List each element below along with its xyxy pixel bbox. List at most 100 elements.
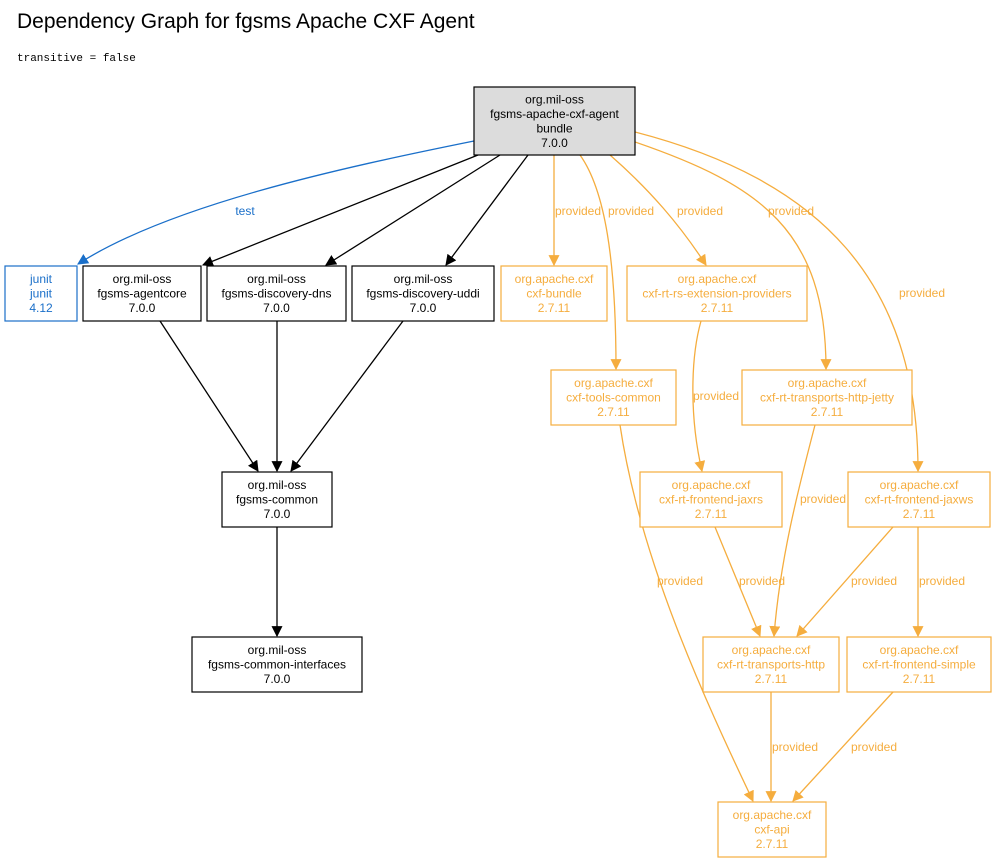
node-rsext-group: org.apache.cxf	[678, 272, 757, 286]
node-http-group: org.apache.cxf	[732, 643, 811, 657]
node-box-http	[702, 636, 840, 693]
node-rsext: org.apache.cxfcxf-rt-rs-extension-provid…	[626, 265, 808, 322]
edge-label-jaxws-simple: provided	[919, 574, 965, 588]
edge-label-tools-api: provided	[657, 574, 703, 588]
node-box-api	[717, 801, 827, 858]
node-box-uddi	[351, 265, 495, 322]
edges-layer: test provided provided provided provided prov…	[77, 131, 965, 803]
node-simple-artifact: cxf-rt-frontend-simple	[862, 658, 976, 672]
edge-label-jetty-http: provided	[800, 492, 846, 506]
node-rsext-artifact: cxf-rt-rs-extension-providers	[642, 287, 791, 301]
node-box-dns	[206, 265, 347, 322]
page-title: Dependency Graph for fgsms Apache CXF Ag…	[17, 10, 475, 33]
node-box-simple	[846, 636, 992, 693]
node-box-interfaces	[191, 636, 363, 693]
node-junit-version: 4.12	[29, 301, 53, 315]
node-agentcore-group: org.mil-oss	[113, 272, 172, 286]
node-common-group: org.mil-oss	[248, 478, 307, 492]
node-jaxrs-artifact: cxf-rt-frontend-jaxrs	[659, 493, 763, 507]
node-jetty-artifact: cxf-rt-transports-http-jetty	[760, 391, 894, 405]
node-common-version: 7.0.0	[264, 507, 291, 521]
node-rsext-version: 2.7.11	[701, 301, 734, 315]
edge-label-root-junit: test	[235, 204, 255, 218]
node-jaxws: org.apache.cxfcxf-rt-frontend-jaxws2.7.1…	[847, 471, 991, 528]
edge-root-junit	[77, 140, 475, 265]
node-common-artifact: fgsms-common	[236, 493, 318, 507]
edge-jaxws-http	[796, 526, 894, 637]
node-interfaces-group: org.mil-oss	[248, 643, 307, 657]
node-jetty: org.apache.cxfcxf-rt-transports-http-jet…	[741, 369, 913, 426]
node-jaxws-version: 2.7.11	[903, 507, 936, 521]
node-tools-group: org.apache.cxf	[574, 376, 653, 390]
node-root-version: 7.0.0	[541, 136, 568, 150]
edge-tools-api	[619, 424, 754, 802]
edge-rsext-jaxrs	[692, 320, 706, 473]
edge-label-root-bundle: provided	[555, 204, 601, 218]
edge-label-jaxws-http: provided	[851, 574, 897, 588]
node-agentcore-artifact: fgsms-agentcore	[97, 287, 187, 301]
edge-label-root-jaxws: provided	[899, 286, 945, 300]
node-uddi-version: 7.0.0	[410, 301, 437, 315]
node-jaxws-artifact: cxf-rt-frontend-jaxws	[865, 493, 974, 507]
node-box-agentcore	[82, 265, 202, 322]
edge-simple-api	[792, 691, 894, 802]
edge-root-rsext	[609, 154, 707, 266]
node-jetty-group: org.apache.cxf	[788, 376, 867, 390]
node-http-artifact: cxf-rt-transports-http	[717, 658, 825, 672]
edge-root-jetty	[634, 141, 832, 371]
node-bundle-version: 2.7.11	[538, 301, 571, 315]
edge-root-agentcore	[201, 154, 479, 267]
node-box-bundle	[500, 265, 608, 322]
node-root-artifact: fgsms-apache-cxf-agent	[490, 107, 619, 121]
node-agentcore-version: 7.0.0	[129, 301, 156, 315]
node-uddi-artifact: fgsms-discovery-uddi	[366, 287, 479, 301]
node-uddi-group: org.mil-oss	[394, 272, 453, 286]
edge-label-rsext-jaxrs: provided	[693, 389, 739, 403]
node-jetty-version: 2.7.11	[811, 405, 844, 419]
node-interfaces-artifact: fgsms-common-interfaces	[208, 658, 346, 672]
node-box-jetty	[741, 369, 913, 426]
node-http-version: 2.7.11	[755, 672, 788, 686]
node-http: org.apache.cxfcxf-rt-transports-http2.7.…	[702, 636, 840, 693]
edge-label-root-rsext: provided	[677, 204, 723, 218]
node-box-root	[473, 86, 636, 156]
edge-label-root-tools: provided	[608, 204, 654, 218]
page-subtitle: transitive = false	[17, 53, 136, 65]
edge-label-jaxrs-http: provided	[739, 574, 785, 588]
node-box-jaxws	[847, 471, 991, 528]
node-root-packaging: bundle	[536, 121, 572, 135]
node-simple-version: 2.7.11	[903, 672, 936, 686]
node-tools-version: 2.7.11	[597, 405, 630, 419]
node-dns-group: org.mil-oss	[247, 272, 306, 286]
edge-root-uddi	[445, 154, 529, 266]
node-root-group: org.mil-oss	[525, 92, 584, 106]
node-box-common	[221, 471, 333, 528]
node-jaxrs-group: org.apache.cxf	[672, 478, 751, 492]
node-api-group: org.apache.cxf	[733, 808, 812, 822]
node-dns-version: 7.0.0	[263, 301, 290, 315]
edge-label-simple-api: provided	[851, 740, 897, 754]
node-bundle-group: org.apache.cxf	[515, 272, 594, 286]
node-junit-artifact: junit	[29, 287, 53, 301]
edge-jetty-http	[769, 424, 816, 638]
node-api-version: 2.7.11	[756, 837, 789, 851]
node-api-artifact: cxf-api	[754, 823, 789, 837]
node-simple: org.apache.cxfcxf-rt-frontend-simple2.7.…	[846, 636, 992, 693]
edge-label-http-api: provided	[772, 740, 818, 754]
node-box-junit	[4, 265, 78, 322]
node-root: org.mil-ossfgsms-apache-cxf-agentbundle7…	[473, 86, 636, 156]
node-junit-group: junit	[29, 272, 53, 286]
node-box-jaxrs	[639, 471, 783, 528]
nodes-layer: org.mil-ossfgsms-apache-cxf-agentbundle7…	[4, 86, 992, 858]
node-box-rsext	[626, 265, 808, 322]
